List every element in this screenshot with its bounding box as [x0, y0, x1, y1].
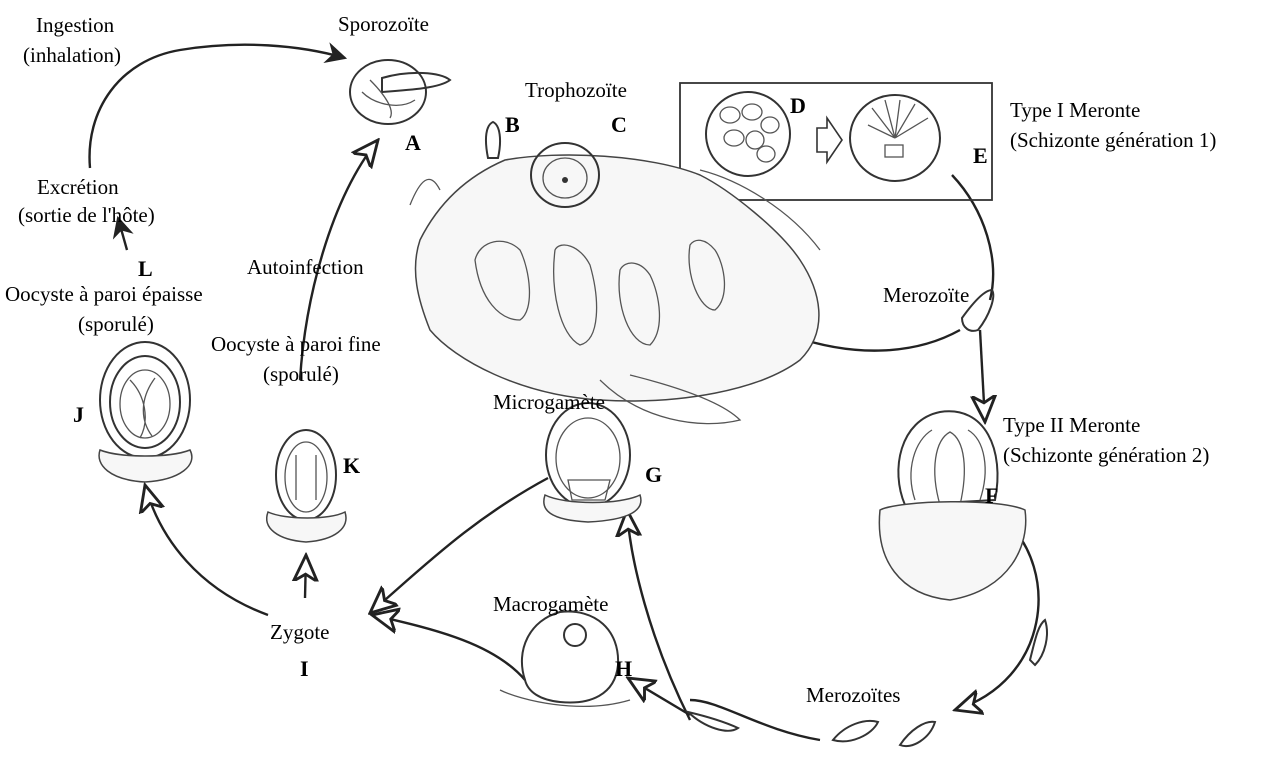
arrow-merozoite-to-F: [980, 330, 985, 422]
letter-j: J: [73, 402, 84, 428]
letter-d: D: [790, 93, 806, 119]
arrow-merozoites-to-H-G: [690, 700, 820, 740]
label-schizonte-generation-2: (Schizonte génération 2): [1003, 443, 1209, 468]
label-merozoite: Merozoïte: [883, 283, 969, 308]
letter-c: C: [611, 112, 627, 138]
sporozoite-B-drawing: [486, 122, 500, 158]
arrow-to-H: [628, 678, 690, 715]
thick-wall-oocyst-J-drawing: [99, 342, 192, 482]
meront-type-1-E-drawing: [850, 95, 940, 181]
arrow-D-to-E: [817, 118, 842, 162]
meront-type-1-D-drawing: [706, 92, 790, 176]
macrogamete-H-drawing: [500, 612, 630, 707]
label-schizonte-generation-1: (Schizonte génération 1): [1010, 128, 1216, 153]
label-oocyste-paroi-fine: Oocyste à paroi fine: [211, 332, 381, 357]
arrow-zygote-to-K: [305, 555, 306, 598]
label-trophozoite: Trophozoïte: [525, 78, 627, 103]
letter-k: K: [343, 453, 360, 479]
letter-b: B: [505, 112, 520, 138]
label-type-2-meronte: Type II Meronte: [1003, 413, 1140, 438]
label-oocyste-paroi-epaisse: Oocyste à paroi épaisse: [5, 282, 203, 307]
label-sporule-k: (sporulé): [263, 362, 339, 387]
arrow-H-to-zygote: [372, 615, 525, 680]
label-excretion: Excrétion: [37, 175, 119, 200]
microgamete-G-drawing: [544, 403, 641, 522]
label-type-1-meronte: Type I Meronte: [1010, 98, 1140, 123]
arrow-zygote-to-J: [145, 485, 268, 615]
arrow-excretion-to-ingestion: [90, 45, 345, 168]
label-zygote: Zygote: [270, 620, 329, 645]
arrow-E-to-merozoite: [952, 175, 993, 300]
letter-i: I: [300, 656, 309, 682]
letter-g: G: [645, 462, 662, 488]
letter-h: H: [615, 656, 632, 682]
letter-l: L: [138, 256, 153, 282]
letter-e: E: [973, 143, 988, 169]
sporozoite-A-drawing: [350, 60, 450, 124]
thin-wall-oocyst-K-drawing: [267, 430, 346, 542]
arrow-to-G: [627, 510, 690, 720]
label-sporozoite: Sporozoïte: [338, 12, 429, 37]
host-tissue-villus: [410, 155, 820, 424]
meront-type-1-box: [680, 83, 992, 200]
label-inhalation: (inhalation): [23, 43, 121, 68]
letter-f: F: [985, 483, 998, 509]
label-autoinfection: Autoinfection: [247, 255, 364, 280]
letter-a: A: [405, 130, 421, 156]
label-sporule-j: (sporulé): [78, 312, 154, 337]
label-microgamete: Microgamète: [493, 390, 605, 415]
label-merozoites: Merozoïtes: [806, 683, 900, 708]
label-ingestion: Ingestion: [36, 13, 114, 38]
label-macrogamete: Macrogamète: [493, 592, 608, 617]
label-sortie-de-l-hote: (sortie de l'hôte): [18, 203, 155, 228]
meront-type-2-F-drawing: [879, 411, 1025, 600]
